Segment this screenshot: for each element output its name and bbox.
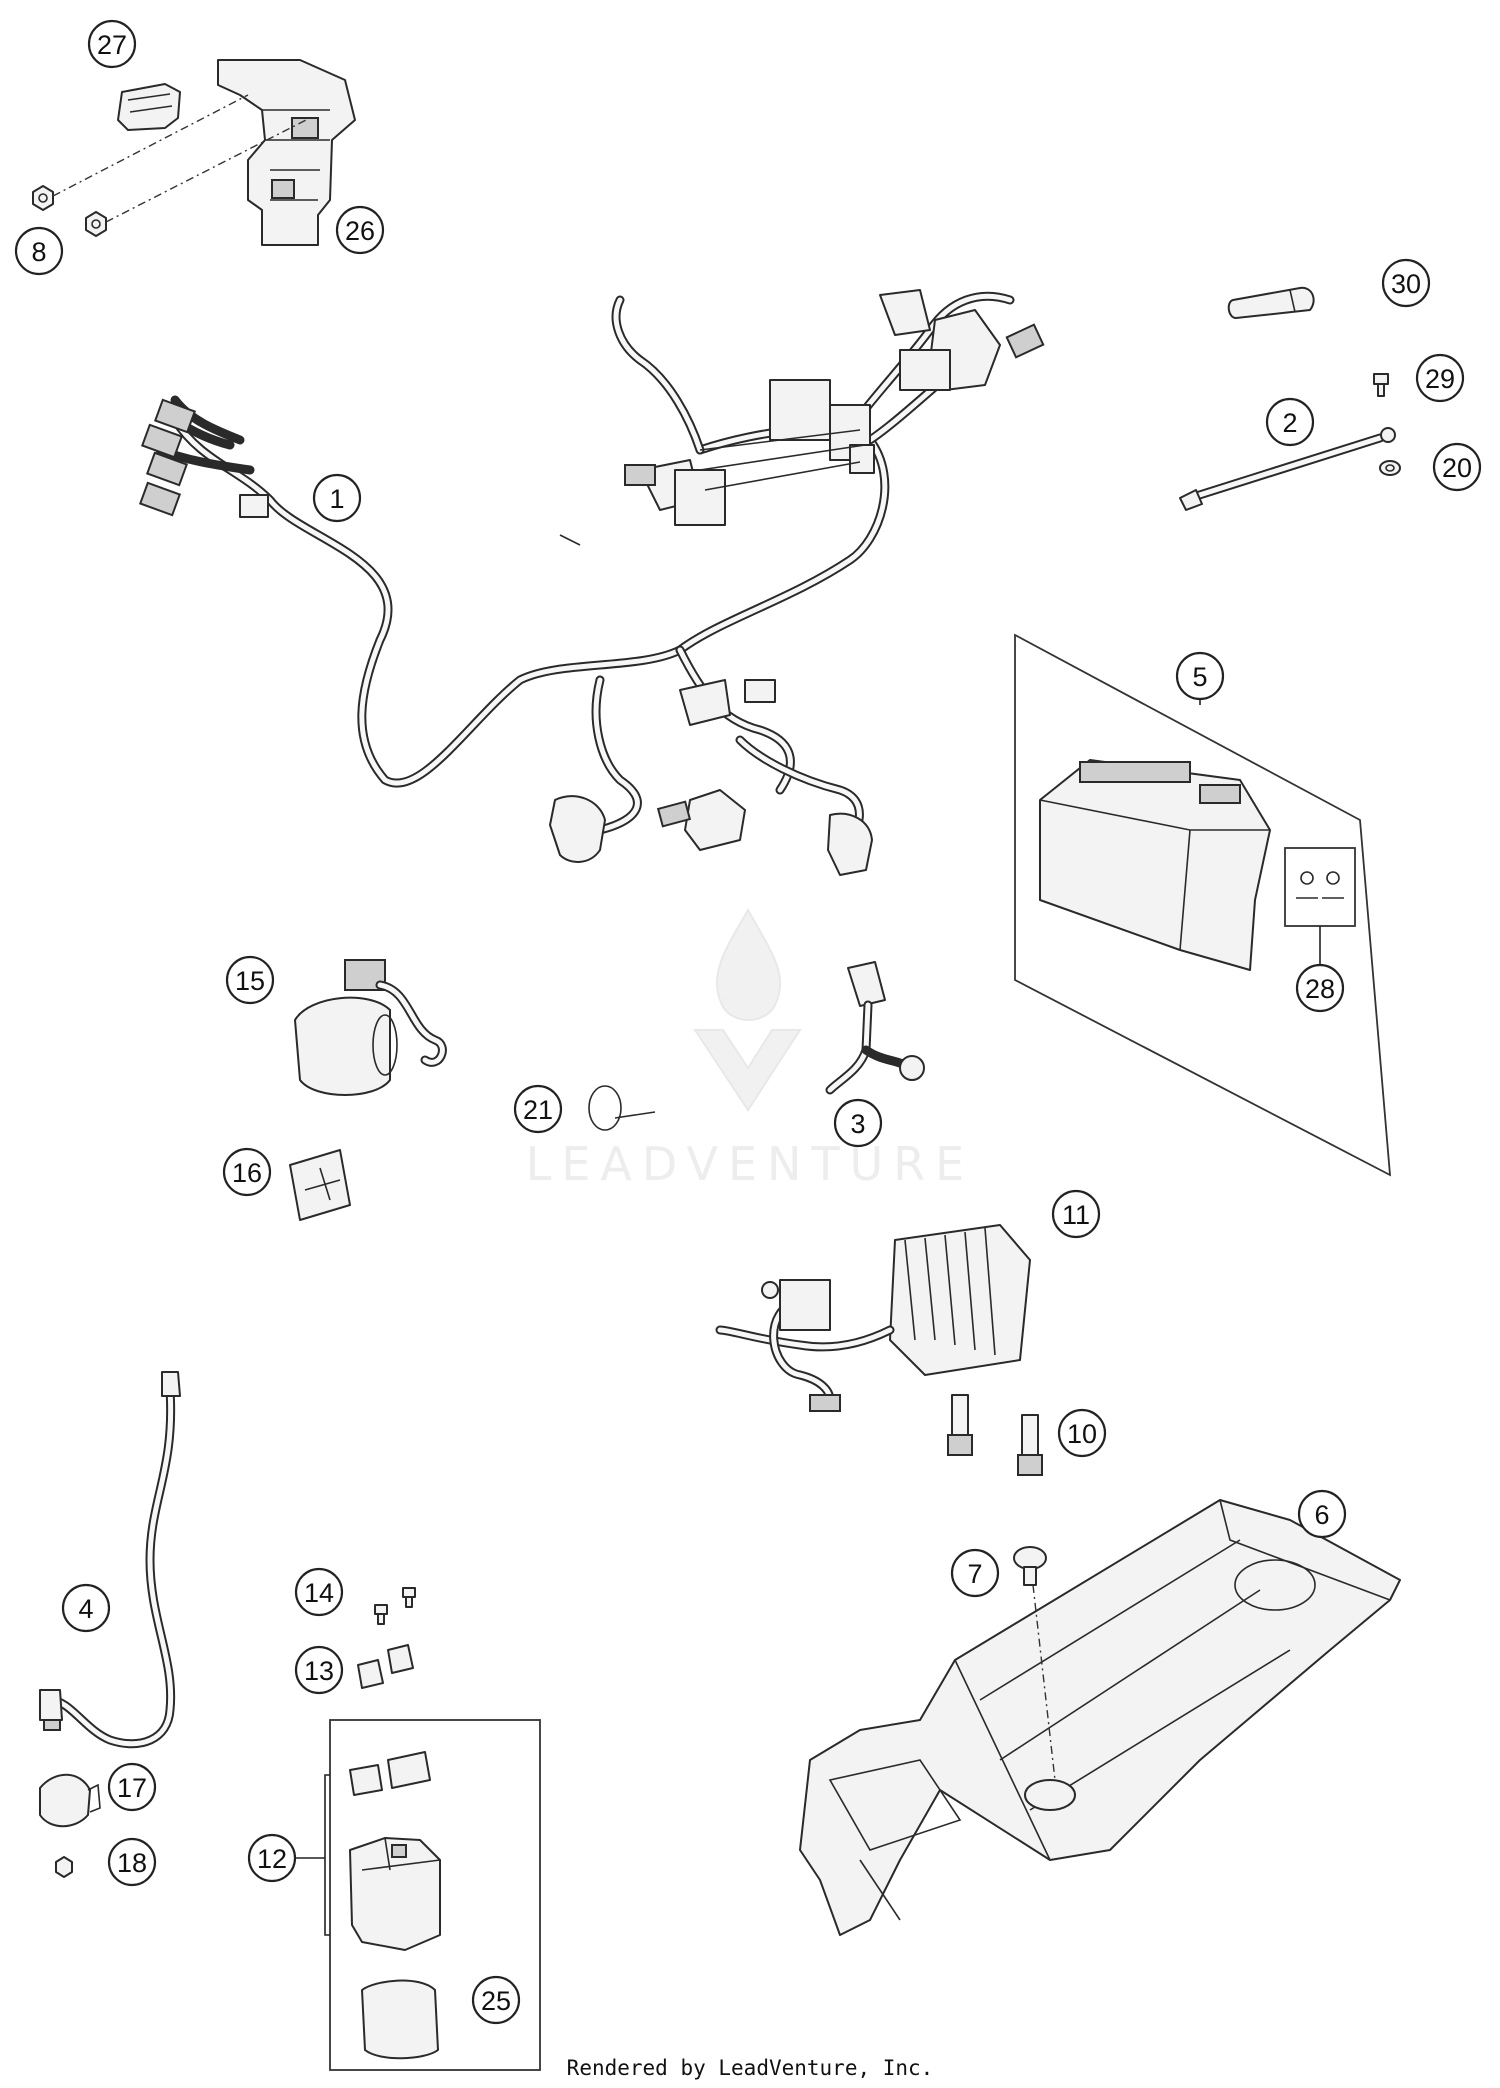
svg-text:14: 14 xyxy=(304,1578,334,1608)
svg-text:7: 7 xyxy=(967,1559,982,1589)
part-holder-27 xyxy=(117,83,181,131)
part-cable-2 xyxy=(1179,427,1396,511)
callout-10: 10 xyxy=(1057,1408,1107,1458)
part-cap-30 xyxy=(1227,286,1315,319)
svg-text:4: 4 xyxy=(78,1594,93,1624)
callout-6: 6 xyxy=(1297,1489,1347,1539)
svg-text:1: 1 xyxy=(329,484,344,514)
callout-5: 5 xyxy=(1175,651,1225,701)
svg-text:13: 13 xyxy=(304,1656,334,1686)
callout-17: 17 xyxy=(107,1762,157,1812)
svg-text:3: 3 xyxy=(850,1109,865,1139)
part-nut-18 xyxy=(55,1856,73,1878)
callout-27: 27 xyxy=(87,19,137,69)
part-cable-4 xyxy=(39,1371,181,1749)
svg-text:18: 18 xyxy=(117,1848,147,1878)
callout-16: 16 xyxy=(222,1147,272,1197)
part-caps-13 xyxy=(357,1644,414,1689)
svg-text:12: 12 xyxy=(257,1844,287,1874)
svg-text:25: 25 xyxy=(481,1986,511,2016)
callout-1: 1 xyxy=(312,473,362,523)
footer-credit: Rendered by LeadVenture, Inc. xyxy=(567,2056,934,2080)
part-starter-relay-kit-12 xyxy=(329,1719,541,2071)
part-battery-tray-6 xyxy=(799,1499,1401,1936)
part-cap-17 xyxy=(39,1773,101,1828)
svg-text:11: 11 xyxy=(1062,1200,1090,1230)
callout-25: 25 xyxy=(471,1975,521,2025)
svg-text:28: 28 xyxy=(1305,974,1335,1004)
part-regulator-11 xyxy=(715,1224,1031,1412)
callout-14: 14 xyxy=(294,1567,344,1617)
svg-text:16: 16 xyxy=(232,1158,262,1188)
watermark-flame-icon xyxy=(715,907,782,1021)
callout-7: 7 xyxy=(950,1548,1000,1598)
part-screws-14 xyxy=(374,1587,416,1625)
callout-15: 15 xyxy=(225,955,275,1005)
svg-text:17: 17 xyxy=(117,1773,147,1803)
watermark-v-icon xyxy=(693,1029,802,1112)
part-fuses-10 xyxy=(947,1394,1043,1476)
svg-text:8: 8 xyxy=(31,237,46,267)
svg-text:20: 20 xyxy=(1442,453,1472,483)
svg-text:27: 27 xyxy=(97,30,127,60)
callout-2: 2 xyxy=(1265,397,1315,447)
svg-text:29: 29 xyxy=(1425,364,1455,394)
part-sensor-3 xyxy=(825,961,925,1095)
part-washer-20 xyxy=(1379,460,1401,476)
part-bracket-26 xyxy=(217,59,356,246)
part-connector-16 xyxy=(289,1149,351,1221)
callout-12: 12 xyxy=(247,1833,297,1883)
callout-8: 8 xyxy=(14,226,64,276)
callout-29: 29 xyxy=(1415,353,1465,403)
callout-4: 4 xyxy=(61,1583,111,1633)
part-relay-15 xyxy=(294,959,447,1096)
watermark-text: LEADVENTURE xyxy=(526,1137,975,1191)
callout-26: 26 xyxy=(335,205,385,255)
svg-text:6: 6 xyxy=(1314,1500,1329,1530)
part-wiring-harness-1 xyxy=(138,289,1045,876)
callout-21: 21 xyxy=(513,1084,563,1134)
part-cable-tie-21 xyxy=(588,1085,656,1131)
callout-11: 11 xyxy=(1051,1189,1101,1239)
watermark: LEADVENTURE xyxy=(526,907,975,1191)
svg-text:21: 21 xyxy=(523,1095,553,1125)
part-grommet-7 xyxy=(1013,1546,1047,1586)
svg-text:2: 2 xyxy=(1282,408,1297,438)
callout-20: 20 xyxy=(1432,442,1482,492)
svg-text:26: 26 xyxy=(345,216,375,246)
part-battery-kit-5 xyxy=(1014,633,1392,1177)
svg-text:5: 5 xyxy=(1192,662,1207,692)
part-nut-8 xyxy=(32,185,107,237)
callout-13: 13 xyxy=(294,1645,344,1695)
callout-18: 18 xyxy=(107,1837,157,1887)
svg-text:10: 10 xyxy=(1067,1419,1097,1449)
svg-text:30: 30 xyxy=(1391,269,1421,299)
callout-28: 28 xyxy=(1295,963,1345,1013)
part-screw-29 xyxy=(1373,373,1389,397)
svg-text:15: 15 xyxy=(235,966,265,996)
callout-3: 3 xyxy=(833,1098,883,1148)
callout-30: 30 xyxy=(1381,258,1431,308)
